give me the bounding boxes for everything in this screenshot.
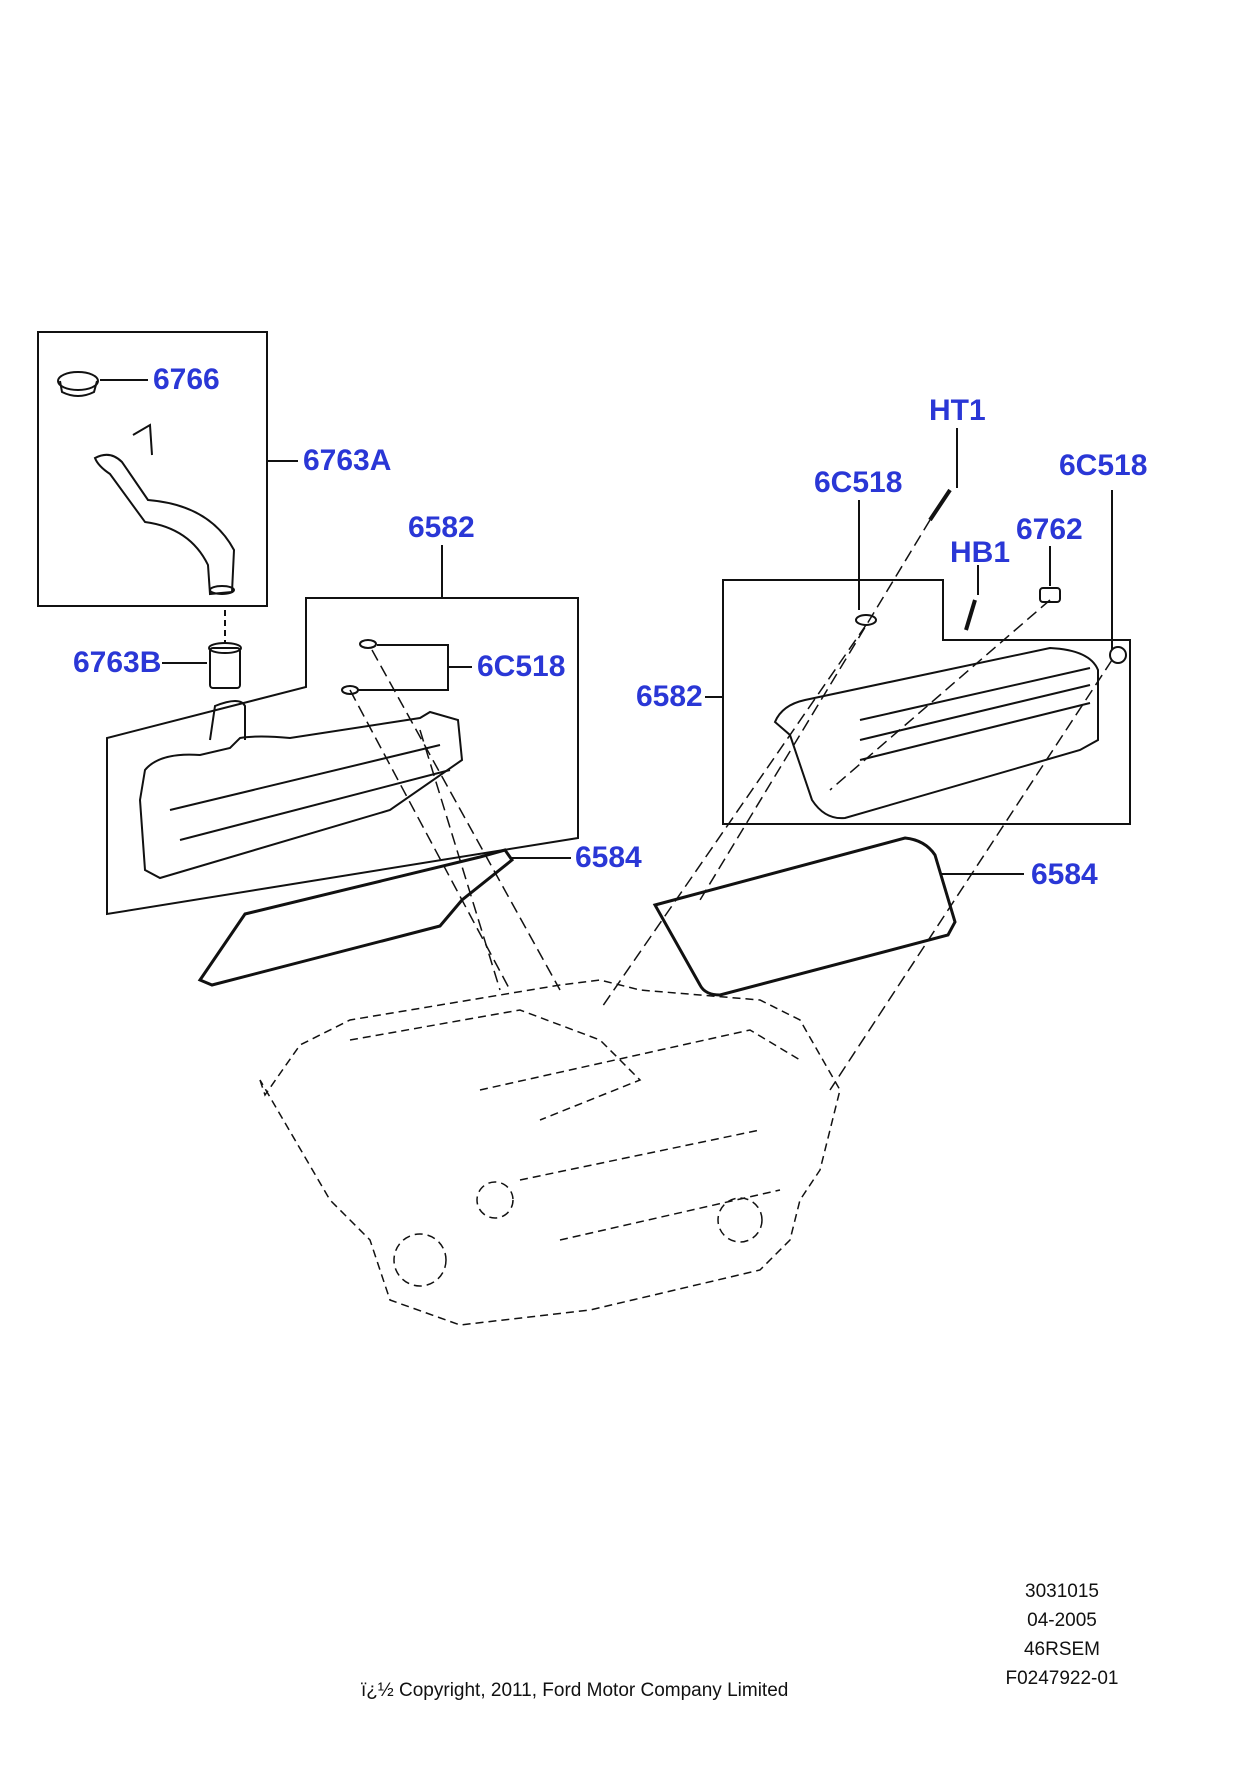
assembly-lines — [349, 519, 1113, 1091]
footer-figure: F0247922-01 — [1005, 1668, 1119, 1689]
oil-filler-cap-part — [57, 371, 99, 397]
footer-model: 46RSEM — [1023, 1639, 1101, 1660]
footer-code: 3031015 — [1025, 1581, 1099, 1602]
leader-6C518-left — [357, 644, 449, 691]
engine-block-part — [259, 979, 841, 1326]
footer-copyright: ï¿½ Copyright, 2011, Ford Motor Company … — [361, 1680, 789, 1701]
callout-6C518-right: 6C518 — [1059, 449, 1148, 482]
filler-tube-frame — [37, 331, 268, 607]
callout-6584-right: 6584 — [1031, 858, 1098, 891]
left-gasket-part — [197, 848, 515, 987]
callout-6762: 6762 — [1016, 513, 1083, 546]
right-valve-cover-part — [773, 646, 1099, 820]
right-cover-frame — [722, 579, 1131, 825]
callout-6584-left: 6584 — [575, 841, 642, 874]
callout-HT1: HT1 — [929, 394, 986, 427]
callout-6C518-mid: 6C518 — [814, 466, 903, 499]
callout-6763A: 6763A — [303, 444, 392, 477]
left-cover-frame — [106, 597, 579, 916]
callout-6763B: 6763B — [73, 646, 162, 679]
callout-6766: 6766 — [153, 363, 220, 396]
callout-HB1: HB1 — [950, 536, 1011, 569]
left-bolts-part — [341, 639, 377, 695]
filler-tube-part — [93, 423, 236, 596]
callout-6582-right: 6582 — [636, 680, 703, 713]
footer-date: 04-2005 — [1027, 1610, 1097, 1631]
left-valve-cover-part — [138, 700, 464, 880]
right-gasket-part — [652, 836, 957, 997]
callout-6C518-left: 6C518 — [477, 650, 566, 683]
filler-neck-adapter-part — [208, 610, 242, 689]
callout-6582-left: 6582 — [408, 511, 475, 544]
